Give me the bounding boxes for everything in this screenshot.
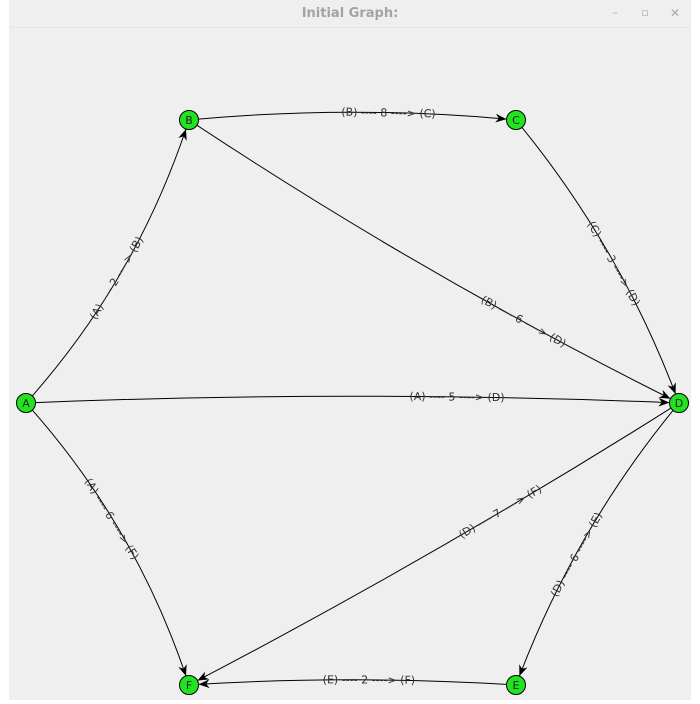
edge-e-f <box>198 679 507 689</box>
node-circle[interactable] <box>669 393 689 413</box>
edge-a-f <box>31 409 187 677</box>
node-label: D <box>675 397 683 410</box>
edge-b-c <box>198 111 507 123</box>
node-label: F <box>186 679 192 692</box>
edge-d-f <box>197 407 672 682</box>
edge-label-c-d: (C) ---- 3 ----> (D) <box>585 219 643 308</box>
node-c[interactable]: C <box>506 110 526 130</box>
close-button[interactable]: ✕ <box>669 6 681 20</box>
node-circle[interactable] <box>506 110 526 130</box>
edge-label-a-b: (A) ---- 2 ----> (B) <box>87 234 146 322</box>
nodes-layer: A B C D E F <box>16 110 689 695</box>
node-e[interactable]: E <box>506 675 526 695</box>
edge-label-a-f: (A) ---- 6 ----> (F) <box>82 476 142 562</box>
node-label: E <box>513 679 520 692</box>
edge-label-b-c: (B) ---- 8 ----> (C) <box>341 106 436 121</box>
edge-a-b <box>31 128 187 397</box>
graph-diagram: (A) ---- 2 ----> (B) (B) ---- 8 ----> (C)… <box>16 106 689 695</box>
node-circle[interactable] <box>179 110 199 130</box>
edge-c-d <box>521 127 677 395</box>
edges-layer <box>31 111 677 689</box>
maximize-button[interactable]: ▫ <box>641 6 649 19</box>
background-strip <box>691 0 700 700</box>
graph-canvas: (A) ---- 2 ----> (B) (B) ---- 8 ----> (C)… <box>9 28 691 700</box>
edge-label-d-e: (D) ---- 6 ----> (E) <box>548 510 605 599</box>
node-circle[interactable] <box>179 675 199 695</box>
edge-label-b-d: (B) ---- 6 ----> (D) <box>479 293 569 350</box>
edge-label-e-f: (E) ---- 2 ----> (F) <box>323 673 415 686</box>
node-label: A <box>22 397 30 410</box>
minimize-button[interactable]: – <box>612 6 618 19</box>
node-f[interactable]: F <box>179 675 199 695</box>
edge-label-a-d: (A) ---- 5 ----> (D) <box>409 390 504 404</box>
node-circle[interactable] <box>506 675 526 695</box>
node-label: C <box>512 114 520 127</box>
node-a[interactable]: A <box>16 393 36 413</box>
title-bar[interactable]: Initial Graph: – ▫ ✕ <box>9 0 691 28</box>
edge-a-d <box>35 395 670 407</box>
node-b[interactable]: B <box>179 110 199 130</box>
edge-label-d-f: (D) ---- 7 ----> (F) <box>457 482 545 541</box>
node-d[interactable]: D <box>669 393 689 413</box>
node-label: B <box>185 114 193 127</box>
graph-window: Initial Graph: – ▫ ✕ (A) ---- 2 ----> (B… <box>9 0 691 700</box>
edge-d-e <box>518 410 674 677</box>
window-title: Initial Graph: <box>301 6 399 21</box>
node-circle[interactable] <box>16 393 36 413</box>
edge-b-d <box>196 124 671 400</box>
